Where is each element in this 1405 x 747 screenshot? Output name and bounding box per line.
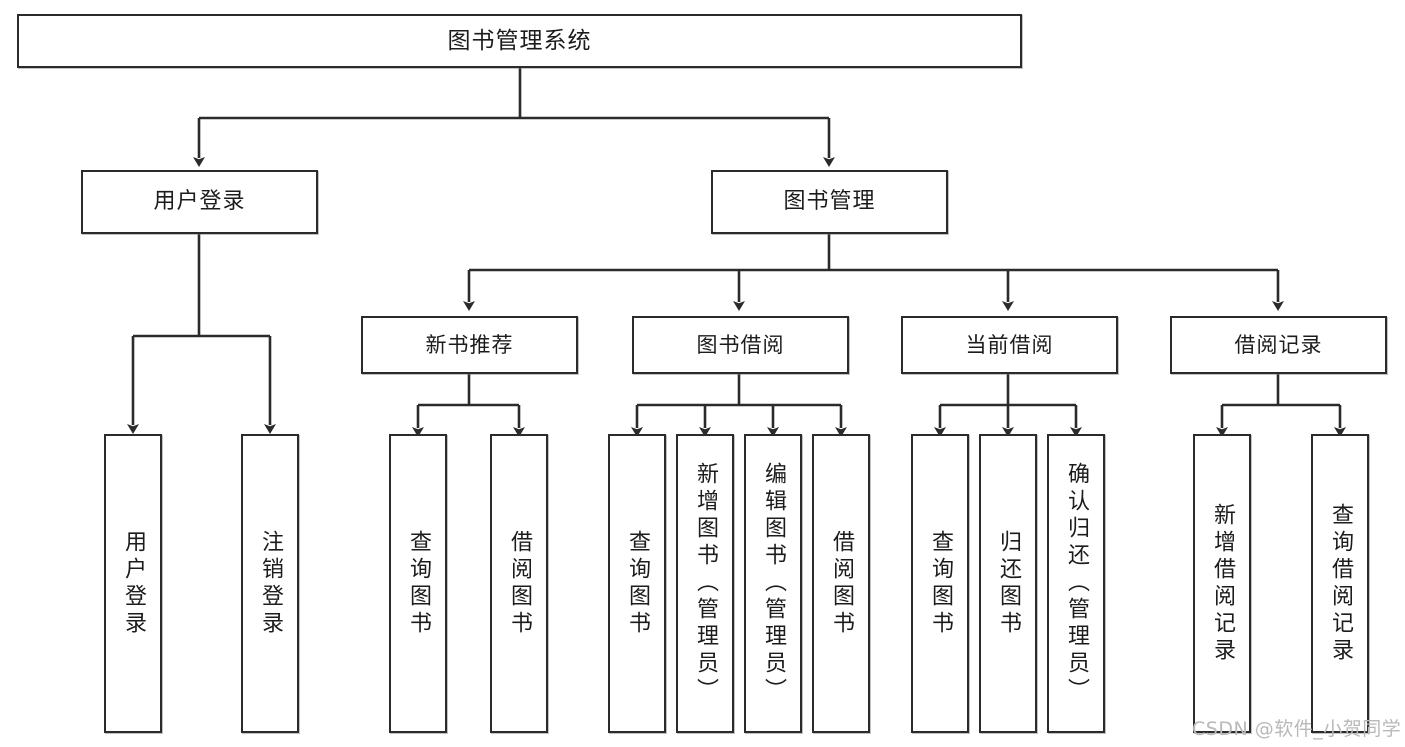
- node-label: 归还图书: [996, 529, 1021, 638]
- leaf-new-book-query-book[interactable]: 查询图书: [389, 434, 447, 733]
- leaf-user-login-login[interactable]: 用户登录: [104, 434, 162, 733]
- node-borrow-record[interactable]: 借阅记录: [1170, 316, 1387, 374]
- node-label: 新增借阅记录: [1210, 502, 1235, 665]
- node-label: 用户登录: [153, 189, 246, 215]
- leaf-borrow-record-query-record[interactable]: 查询借阅记录: [1311, 434, 1369, 733]
- leaf-current-borrow-confirm-return-admin[interactable]: 确认归还（管理员）: [1047, 434, 1105, 733]
- node-label: 图书借阅: [696, 332, 785, 357]
- node-label: 图书管理系统: [447, 27, 592, 54]
- node-new-book-recommend[interactable]: 新书推荐: [361, 316, 578, 374]
- leaf-current-borrow-return-book[interactable]: 归还图书: [979, 434, 1037, 733]
- leaf-current-borrow-query-book[interactable]: 查询图书: [911, 434, 969, 733]
- node-user-login[interactable]: 用户登录: [81, 170, 318, 234]
- node-label: 当前借阅: [965, 332, 1054, 357]
- node-label: 查询图书: [406, 529, 431, 638]
- node-label: 查询图书: [625, 529, 650, 638]
- node-label: 注销登录: [258, 529, 283, 638]
- node-label: 借阅图书: [507, 529, 532, 638]
- leaf-user-login-logout[interactable]: 注销登录: [241, 434, 299, 733]
- node-root-book-management-system[interactable]: 图书管理系统: [17, 14, 1022, 68]
- node-label: 借阅图书: [829, 529, 854, 638]
- node-label: 用户登录: [121, 529, 146, 638]
- node-current-borrow[interactable]: 当前借阅: [901, 316, 1118, 374]
- leaf-new-book-borrow-book[interactable]: 借阅图书: [490, 434, 548, 733]
- node-label: 新书推荐: [425, 332, 514, 357]
- node-label: 新增图书（管理员）: [693, 462, 718, 705]
- node-label: 图书管理: [783, 189, 876, 215]
- leaf-book-borrow-edit-book-admin[interactable]: 编辑图书（管理员）: [744, 434, 802, 733]
- node-label: 借阅记录: [1234, 332, 1323, 357]
- leaf-book-borrow-borrow-book[interactable]: 借阅图书: [812, 434, 870, 733]
- csdn-watermark: CSDN @软件_小贺同学: [1192, 718, 1402, 740]
- node-label: 查询图书: [928, 529, 953, 638]
- node-book-management[interactable]: 图书管理: [711, 170, 948, 234]
- leaf-book-borrow-add-book-admin[interactable]: 新增图书（管理员）: [676, 434, 734, 733]
- leaf-borrow-record-add-record[interactable]: 新增借阅记录: [1193, 434, 1251, 733]
- node-label: 编辑图书（管理员）: [761, 462, 786, 705]
- node-label: 确认归还（管理员）: [1064, 462, 1089, 705]
- node-label: 查询借阅记录: [1328, 502, 1353, 665]
- node-book-borrow[interactable]: 图书借阅: [632, 316, 849, 374]
- leaf-book-borrow-query-book[interactable]: 查询图书: [608, 434, 666, 733]
